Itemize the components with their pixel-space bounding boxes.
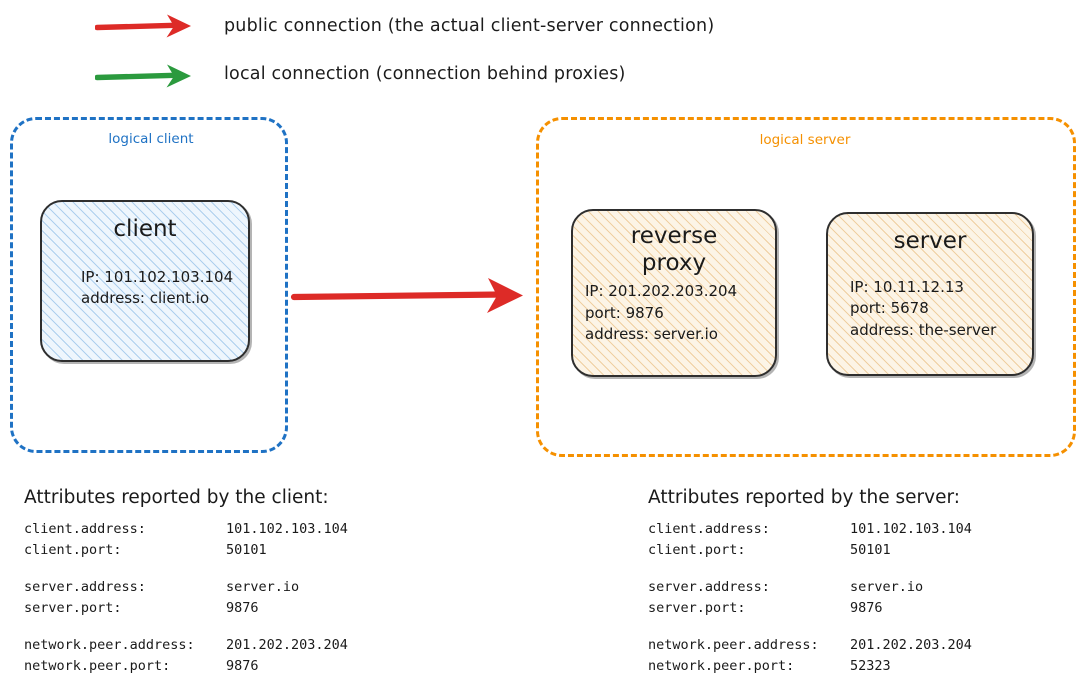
attribute-row: network.peer.port: 52323 [648,656,1068,677]
node-server-title: server [893,228,967,254]
attributes-panel-client: Attributes reported by the client: clien… [24,487,424,677]
attribute-key: client.port: [648,541,746,558]
attribute-value: 201.202.203.204 [226,636,348,653]
attribute-value: 201.202.203.204 [850,636,972,653]
attribute-row: network.peer.address: 201.202.203.204 [24,635,424,656]
attribute-value: 9876 [226,657,259,674]
attributes-panel-server-heading: Attributes reported by the server: [648,487,960,508]
attribute-key: network.peer.port: [24,657,171,674]
attribute-row: server.port: 9876 [648,598,1068,619]
logical-client-group-label: logical client [108,131,194,147]
attribute-group: network.peer.address: 201.202.203.204 ne… [648,635,1068,677]
attribute-key: server.port: [648,599,746,616]
attribute-row: server.address: server.io [24,577,424,598]
legend-label-public-connection: public connection (the actual client-ser… [224,16,715,36]
legend: public connection (the actual client-ser… [0,0,1080,100]
attribute-key: network.peer.port: [648,657,795,674]
attribute-row: client.port: 50101 [24,540,424,561]
attribute-group: client.address: 101.102.103.104 client.p… [648,519,1068,561]
attribute-group: network.peer.address: 201.202.203.204 ne… [24,635,424,677]
attribute-key: network.peer.address: [648,636,819,653]
node-reverse-proxy[interactable]: reverse proxy IP: 201.202.203.204 port: … [571,209,777,377]
node-client[interactable]: client IP: 101.102.103.104 address: clie… [40,200,250,362]
node-server[interactable]: server IP: 10.11.12.13 port: 5678 addres… [826,212,1034,376]
green-arrow-icon [94,59,200,89]
attribute-value: 50101 [850,541,891,558]
attribute-row: client.port: 50101 [648,540,1068,561]
logical-client-group [10,117,288,453]
attribute-row: client.address: 101.102.103.104 [648,519,1068,540]
attribute-key: client.address: [648,521,770,537]
logical-server-group [536,117,1076,457]
attributes-panel-client-heading: Attributes reported by the client: [24,487,329,508]
attribute-key: client.port: [24,541,122,558]
legend-item-local-connection: local connection (connection behind prox… [94,57,626,91]
legend-label-local-connection: local connection (connection behind prox… [224,64,626,84]
attribute-row: server.port: 9876 [24,598,424,619]
attribute-key: server.address: [24,578,146,595]
attribute-row: server.address: server.io [648,577,1068,598]
attribute-key: network.peer.address: [24,636,195,653]
attribute-row: network.peer.address: 201.202.203.204 [648,635,1068,656]
attribute-group: client.address: 101.102.103.104 client.p… [24,519,424,561]
node-server-attributes: IP: 10.11.12.13 port: 5678 address: the-… [850,278,997,339]
logical-server-group-label: logical server [759,132,851,148]
attribute-value: server.io [226,578,300,595]
node-reverse-proxy-attributes: IP: 201.202.203.204 port: 9876 address: … [585,282,738,343]
attributes-panel-server: Attributes reported by the server: clien… [648,487,1068,677]
attribute-value: 9876 [226,599,259,616]
attribute-key: server.address: [648,578,770,595]
attribute-key: server.port: [24,599,122,616]
attribute-row: network.peer.port: 9876 [24,656,424,677]
attribute-group: server.address: server.io server.port: 9… [648,577,1068,619]
attribute-value: 101.102.103.104 [850,521,972,537]
attribute-key: client.address: [24,521,146,537]
public-connection-arrow [290,268,540,322]
attribute-value: 52323 [850,657,891,674]
attribute-value: server.io [850,578,924,595]
node-client-title: client [113,216,177,242]
red-arrow-icon [94,11,200,41]
attribute-value: 50101 [226,541,267,558]
attribute-value: 9876 [850,599,883,616]
node-reverse-proxy-title: reverse proxy [630,223,718,277]
attribute-row: client.address: 101.102.103.104 [24,519,424,540]
attribute-value: 101.102.103.104 [226,521,348,537]
node-client-attributes: IP: 101.102.103.104 address: client.io [81,268,234,308]
legend-item-public-connection: public connection (the actual client-ser… [94,9,715,43]
attribute-group: server.address: server.io server.port: 9… [24,577,424,619]
